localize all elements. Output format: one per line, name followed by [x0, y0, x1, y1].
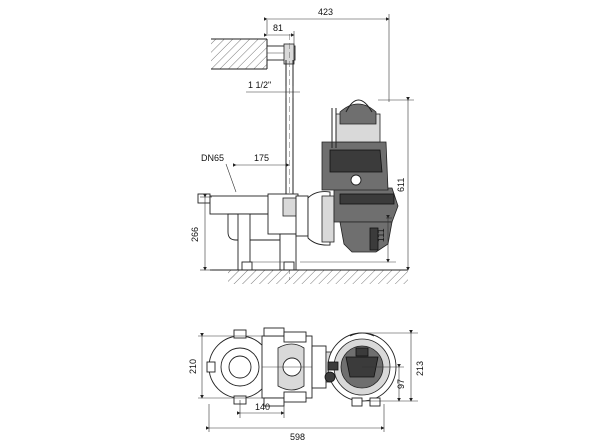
- dim-213: 213: [415, 361, 425, 376]
- floor-hatch: [228, 270, 408, 284]
- duckfoot-bend: [197, 193, 309, 271]
- side-elevation-view: [197, 34, 408, 284]
- dim-81: 81: [273, 23, 283, 33]
- dim-140: 140: [255, 402, 270, 412]
- dim-175: 175: [254, 153, 269, 163]
- dim-pipe-size: 1 1/2": [248, 80, 271, 90]
- plan-dimensions: 210 140 598 213 97: [188, 330, 425, 442]
- dim-598: 598: [290, 432, 305, 442]
- dim-210: 210: [188, 359, 198, 374]
- dim-423: 423: [318, 7, 333, 17]
- wall-hatch: [211, 39, 267, 69]
- dim-111: 111: [376, 228, 386, 242]
- dim-611: 611: [396, 178, 406, 192]
- dim-dn65: DN65: [201, 153, 224, 163]
- dim-97: 97: [396, 379, 406, 389]
- guide-pipe: [285, 34, 294, 280]
- pump-side: [307, 99, 399, 253]
- upper-bracket: [266, 43, 296, 65]
- side-dimensions: 423 81 1 1/2" DN65 175 611 111 266: [190, 7, 414, 271]
- dim-266: 266: [190, 227, 200, 242]
